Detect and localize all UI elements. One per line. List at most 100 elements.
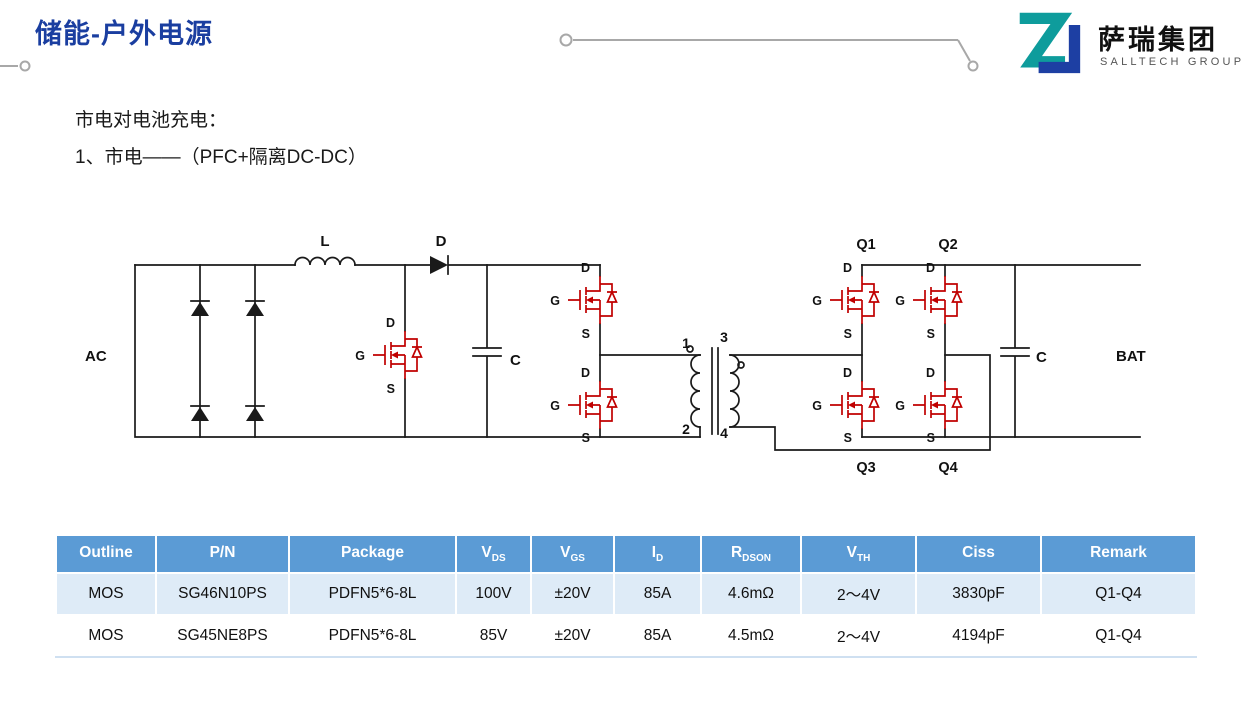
output-rails <box>861 264 1141 438</box>
inductor-label: L <box>320 233 329 250</box>
q4-mosfet: D G S <box>895 366 963 445</box>
intro-line-2: 1、市电——（PFC+隔离DC-DC） <box>75 147 367 168</box>
table-cell: Q1-Q4 <box>1040 614 1197 658</box>
col-label: Remark <box>1090 543 1147 561</box>
table-cell: MOS <box>55 572 157 616</box>
table-cell: 2～4V <box>800 572 917 616</box>
gate-label: G <box>550 294 560 308</box>
half-bridge-high-mosfet: D G S <box>550 261 618 341</box>
bridge-legs <box>199 264 256 438</box>
bridge-diode-icon <box>191 407 209 421</box>
gate-label: G <box>895 399 905 413</box>
table-cell: 85A <box>613 572 702 616</box>
mosfet-icon <box>912 380 963 430</box>
table-cell: PDFN5*6-8L <box>288 614 457 658</box>
source-label: S <box>582 327 590 341</box>
circuit-diagram: AC BAT L D C C Q1 Q2 Q3 Q4 1 2 3 4 D G S… <box>85 233 1146 476</box>
drain-label: D <box>843 366 852 380</box>
output-capacitor <box>1000 264 1030 438</box>
ac-label: AC <box>85 348 107 365</box>
col-header-outline: Outline <box>55 534 157 574</box>
gate-label: G <box>895 294 905 308</box>
col-header-ciss: Ciss <box>915 534 1042 574</box>
inductor-coil <box>294 256 356 266</box>
table-cell: 4194pF <box>915 614 1042 658</box>
primary-terminal-1-label: 1 <box>682 335 690 351</box>
polarity-dot-primary <box>686 345 694 353</box>
bridge-diode-icon <box>191 302 209 316</box>
table-row: MOS SG45NE8PS PDFN5*6-8L 85V ±20V 85A 4.… <box>55 614 1197 658</box>
col-label: V <box>481 543 492 561</box>
diodes <box>191 256 448 421</box>
q1-label: Q1 <box>856 237 875 253</box>
table-cell: ±20V <box>530 572 615 616</box>
gate-label: G <box>812 399 822 413</box>
q1-mosfet: D G S <box>812 261 880 341</box>
mosfet-icon <box>829 275 880 325</box>
logo-company-name: 萨瑞集团 <box>1098 25 1218 55</box>
bridge-diode-bars <box>190 300 265 407</box>
table-cell: SG46N10PS <box>155 572 290 616</box>
mosfet-icon <box>912 275 963 325</box>
logo-blue-shape <box>1038 25 1081 74</box>
q3-mosfet: D G S <box>812 366 880 445</box>
page-title: 储能-户外电源 <box>35 19 213 49</box>
gate-label: G <box>355 349 365 363</box>
logo-company-subtitle: SALLTECH GROUP <box>1100 56 1245 68</box>
table-cell: MOS <box>55 614 157 658</box>
col-label: P/N <box>209 543 236 561</box>
bridge-diode-icon <box>246 407 264 421</box>
drain-label: D <box>926 261 935 275</box>
gate-label: G <box>812 294 822 308</box>
drain-label: D <box>386 316 395 330</box>
source-label: S <box>844 431 852 445</box>
table-cell: 4.5mΩ <box>700 614 802 658</box>
col-label: I <box>651 543 657 561</box>
secondary-terminal-4-label: 4 <box>720 425 728 441</box>
drain-label: D <box>581 366 590 380</box>
source-label: S <box>387 382 395 396</box>
col-label-sub: DS <box>491 553 506 565</box>
mosfet-icon <box>567 380 618 430</box>
mosfet-icon <box>567 275 618 325</box>
bus-capacitor <box>472 264 502 438</box>
source-label: S <box>844 327 852 341</box>
drain-label: D <box>926 366 935 380</box>
deco-ring-right <box>967 60 979 72</box>
logo-teal-shape <box>1019 12 1073 68</box>
col-label-sub: TH <box>857 553 871 565</box>
col-header-pn: P/N <box>155 534 290 574</box>
table-cell: 85V <box>455 614 532 658</box>
bridge-diode-icon <box>246 302 264 316</box>
intro-line-1: 市电对电池充电： <box>75 110 228 131</box>
table-cell: SG45NE8PS <box>155 614 290 658</box>
polarity-dot-secondary <box>737 361 745 369</box>
mosfet-icon <box>372 330 423 380</box>
table-row: MOS SG46N10PS PDFN5*6-8L 100V ±20V 85A 4… <box>55 572 1197 616</box>
source-label: S <box>927 431 935 445</box>
drain-label: D <box>581 261 590 275</box>
source-label: S <box>927 327 935 341</box>
mosfet-icon <box>829 380 880 430</box>
mosfet-spec-table: Outline P/N Package VDS VGS ID RDSON VTH… <box>55 534 1197 658</box>
table-cell: 100V <box>455 572 532 616</box>
q2-label: Q2 <box>938 237 957 253</box>
table-cell: PDFN5*6-8L <box>288 572 457 616</box>
transformer-core <box>711 347 719 435</box>
col-header-package: Package <box>288 534 457 574</box>
wire-ac-and-bottom-rail <box>134 264 701 438</box>
wire-secondary-bottom <box>729 354 991 451</box>
deco-ring-left <box>19 60 31 72</box>
primary-terminal-2-label: 2 <box>682 421 690 437</box>
col-header-rdson: RDSON <box>700 534 802 574</box>
table-cell: ±20V <box>530 614 615 658</box>
wire-top-rail-mid <box>354 255 601 275</box>
table-cell: 4.6mΩ <box>700 572 802 616</box>
q4-label: Q4 <box>938 460 957 476</box>
bus-cap-label: C <box>510 352 521 369</box>
deco-ring-mid <box>559 33 573 47</box>
salltech-logo-icon <box>1019 12 1081 74</box>
q3-label: Q3 <box>856 460 875 476</box>
table-cell: Q1-Q4 <box>1040 572 1197 616</box>
